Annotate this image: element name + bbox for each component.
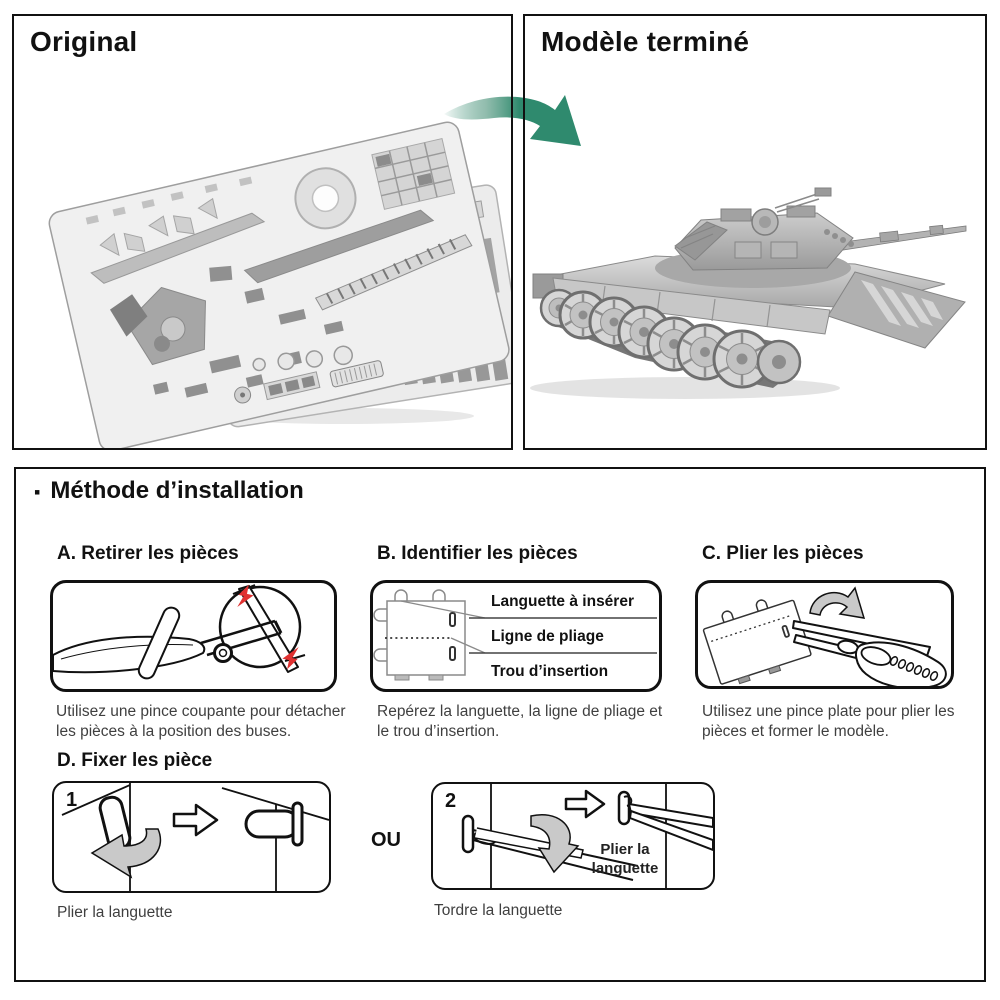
panel-original: Original bbox=[12, 14, 513, 450]
next-arrow-icon bbox=[172, 803, 219, 837]
step-c-caption: Utilisez une pince plate pour plier les … bbox=[702, 703, 955, 741]
fold-arrow-icon bbox=[530, 814, 580, 874]
step-d-option1-caption: Plier la languette bbox=[57, 904, 173, 921]
twist-tab-illustration bbox=[461, 784, 713, 888]
step-a-heading: A. Retirer les pièces bbox=[57, 543, 239, 564]
or-label: OU bbox=[371, 829, 401, 851]
step-d-option1-box: 1 bbox=[52, 781, 331, 893]
cut-spark-icon bbox=[237, 584, 299, 670]
step-a-box bbox=[50, 580, 337, 692]
panel-finished: Modèle terminé bbox=[523, 14, 987, 450]
step-b-caption: Repérez la languette, la ligne de pliage… bbox=[377, 703, 663, 741]
step-b-heading: B. Identifier les pièces bbox=[377, 543, 578, 564]
tank-model-illustration bbox=[530, 187, 967, 399]
bullet-square: ▪ bbox=[34, 482, 41, 502]
cutting-pliers-illustration bbox=[53, 584, 306, 680]
panel-original-title: Original bbox=[30, 26, 138, 57]
option1-number: 1 bbox=[66, 789, 78, 811]
step-d-option2-box: 2 Plier la languette bbox=[431, 782, 715, 890]
piece-diagram bbox=[373, 589, 657, 681]
fold-tab-illustration bbox=[61, 783, 329, 891]
transform-arrow-icon bbox=[444, 95, 581, 146]
label-trou-insertion: Trou d’insertion bbox=[491, 662, 609, 680]
label-languette: Languette à insérer bbox=[491, 592, 634, 610]
step-b-box: Languette à insérer Ligne de pliage Trou… bbox=[370, 580, 662, 692]
flat-pliers-illustration bbox=[702, 586, 947, 686]
step-c-box bbox=[695, 580, 954, 689]
metal-sheets-illustration bbox=[48, 121, 511, 448]
step-c-heading: C. Plier les pièces bbox=[702, 543, 864, 564]
option2-inner-label: Plier la languette bbox=[591, 841, 659, 877]
panel-method: ▪ Méthode d’installation A. Retirer les … bbox=[14, 467, 986, 982]
method-title: Méthode d’installation bbox=[50, 477, 304, 504]
next-arrow-icon bbox=[564, 789, 606, 819]
step-d-option2-caption: Tordre la languette bbox=[434, 902, 563, 919]
step-d-heading: D. Fixer les pièce bbox=[57, 750, 213, 771]
option2-number: 2 bbox=[445, 790, 457, 812]
step-a-caption: Utilisez une pince coupante pour détache… bbox=[56, 703, 346, 741]
panel-finished-title: Modèle terminé bbox=[541, 26, 750, 57]
label-ligne-pliage: Ligne de pliage bbox=[491, 627, 604, 645]
fold-arrow-icon bbox=[90, 828, 162, 879]
fold-arrow-icon bbox=[809, 586, 866, 619]
